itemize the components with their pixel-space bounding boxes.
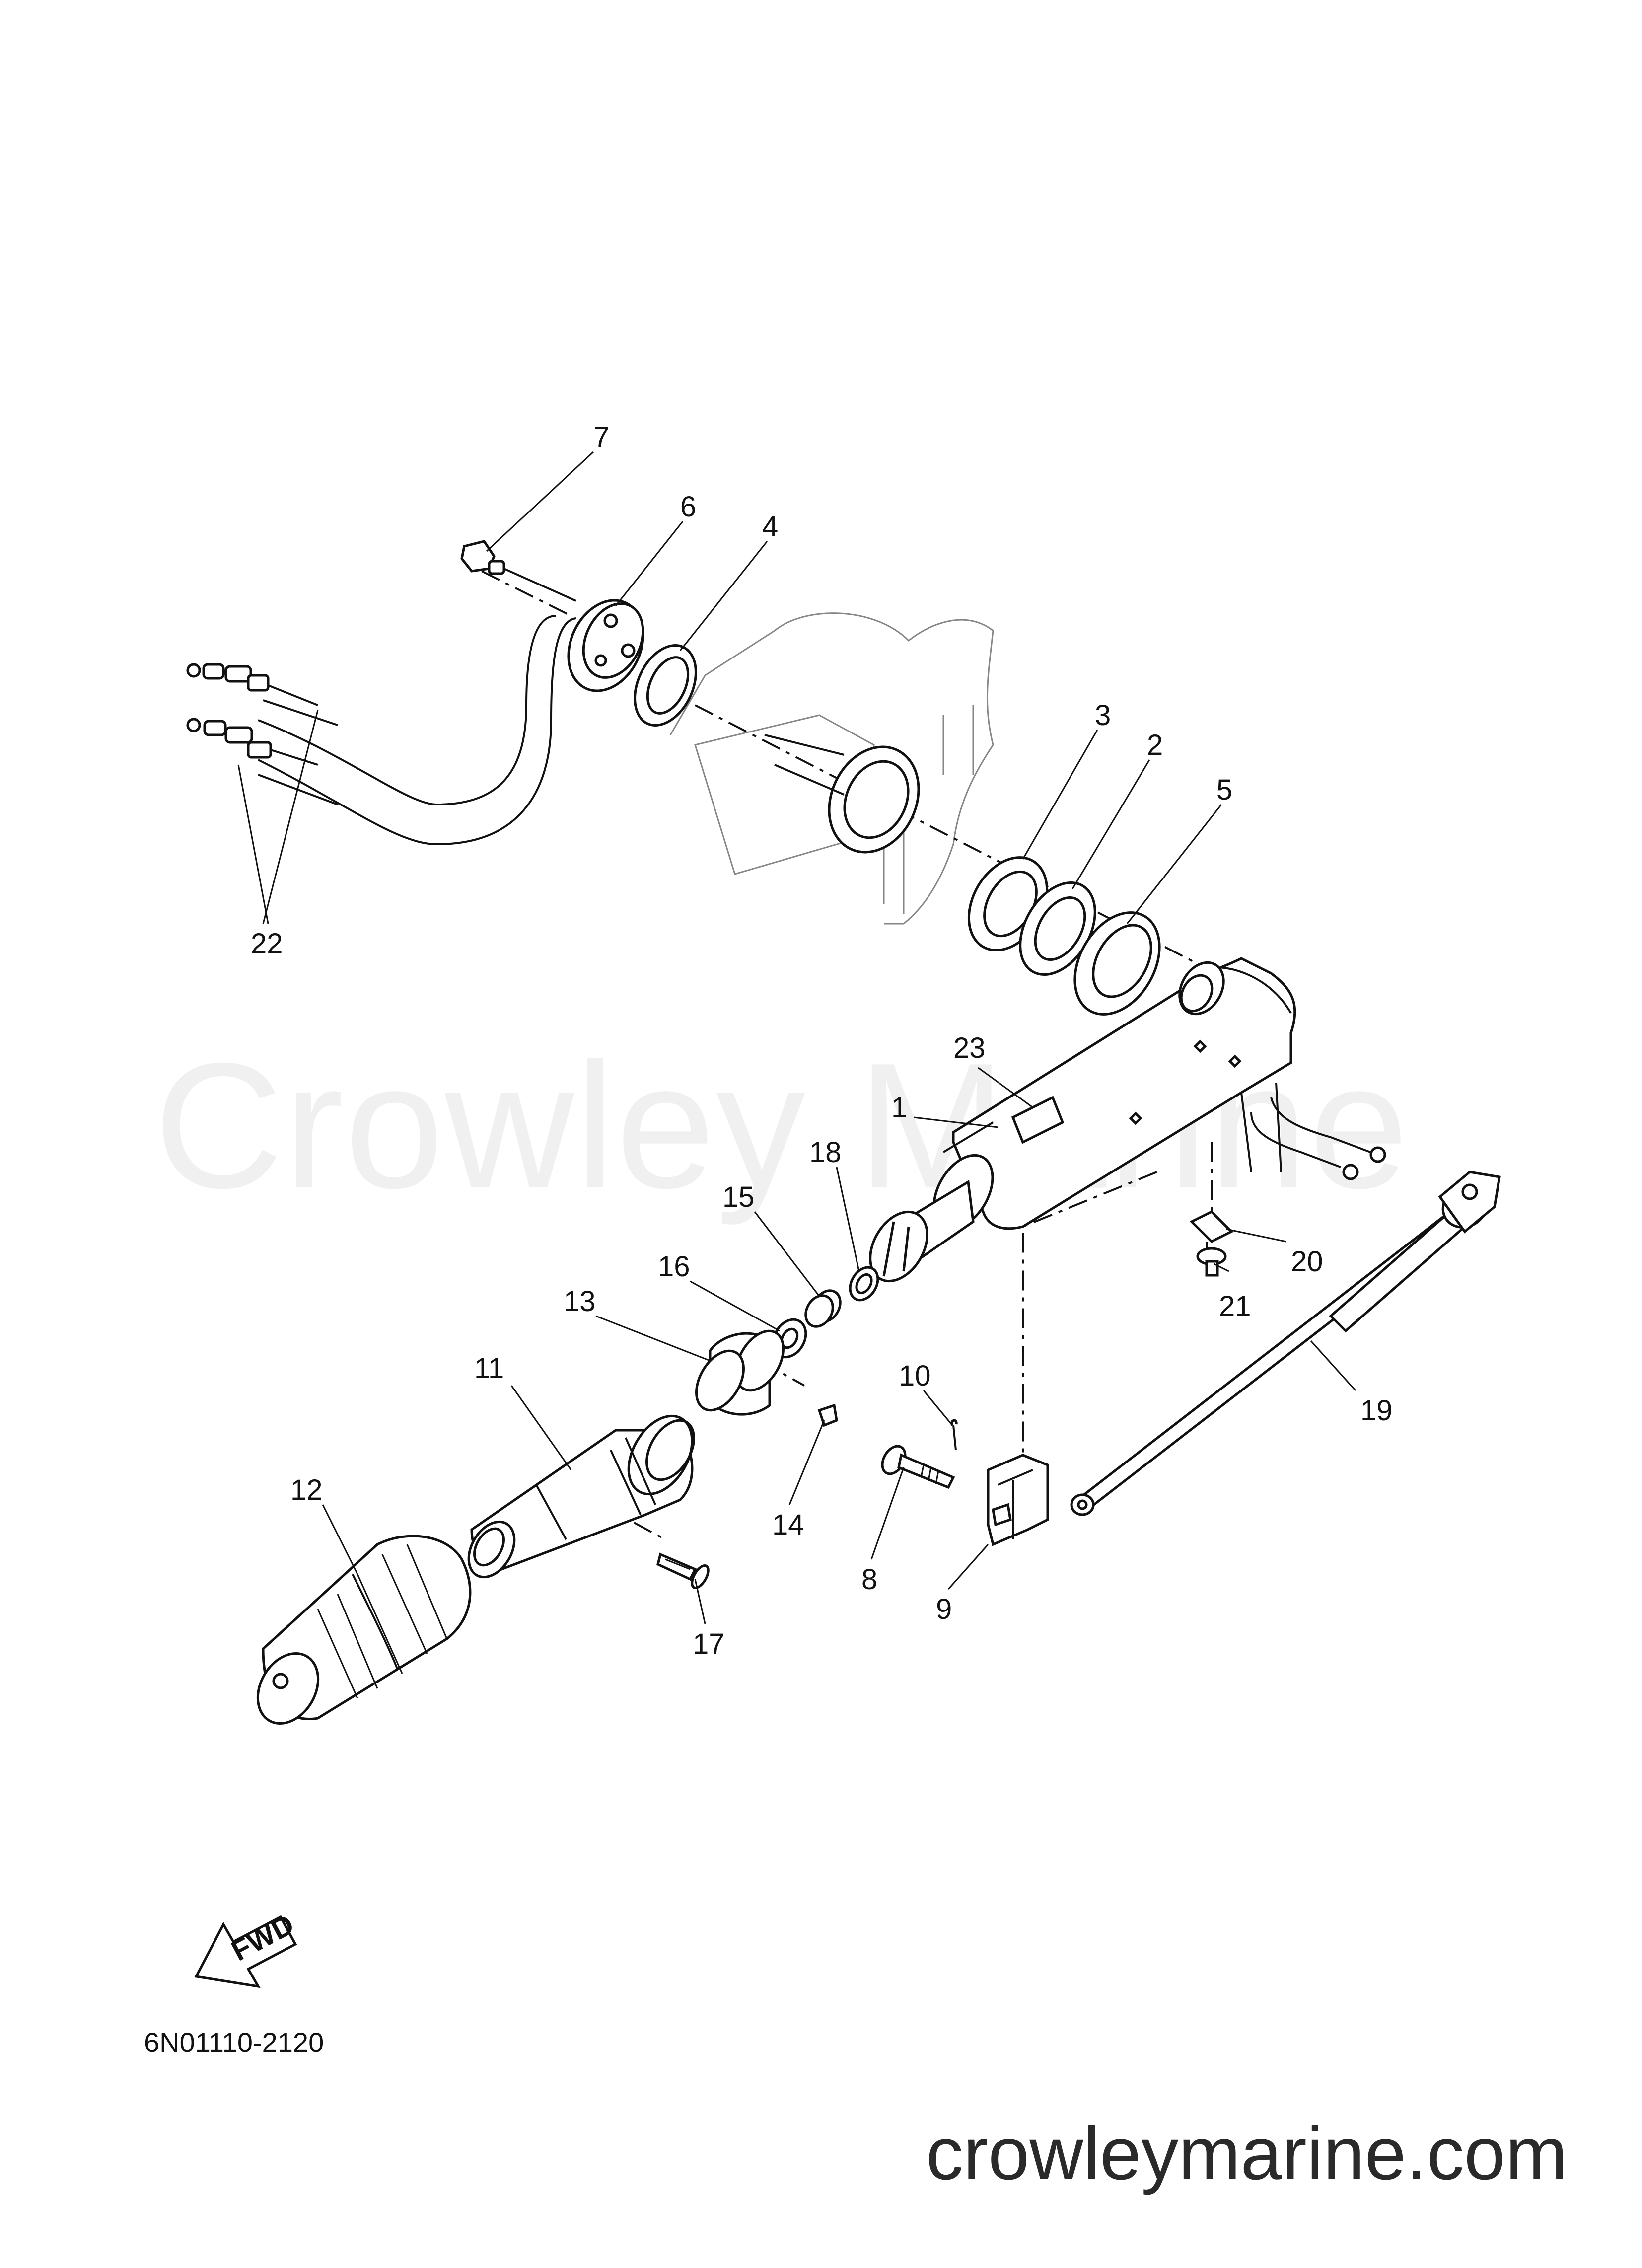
callout-14: 14 (772, 1509, 804, 1541)
part-18-spring (849, 1266, 879, 1302)
swivel-bracket-tube (694, 714, 920, 875)
part-6-plate (567, 599, 644, 692)
callout-10: 10 (899, 1360, 931, 1392)
part-19-rod (1070, 1171, 1501, 1516)
part-15-spring (804, 1289, 842, 1328)
callout-leaders (237, 451, 1356, 1624)
part-2-plate (1019, 881, 1096, 976)
callout-16: 16 (658, 1250, 690, 1283)
part-17-screw (656, 1552, 710, 1589)
site-url: crowleymarine.com (926, 2112, 1568, 2195)
callout-8: 8 (861, 1563, 877, 1596)
part-12-knob (256, 1535, 472, 1725)
callout-22: 22 (251, 928, 283, 960)
part-22-cables (186, 615, 576, 846)
part-14-pin (817, 1403, 838, 1427)
part-1-steering-handle (869, 957, 1386, 1283)
callout-7: 7 (593, 421, 609, 453)
callout-18: 18 (809, 1136, 842, 1169)
callout-2: 2 (1147, 729, 1163, 761)
callout-5: 5 (1216, 774, 1232, 806)
callout-21: 21 (1219, 1290, 1251, 1322)
part-13-sleeve (695, 1329, 785, 1416)
part-20-plate (1189, 1210, 1234, 1244)
part-21-screw (1196, 1247, 1227, 1277)
part-8-bolt (881, 1445, 955, 1489)
part-7-bolt (460, 540, 576, 602)
callout-1: 1 (891, 1092, 907, 1124)
part-9-bracket (987, 1454, 1049, 1546)
callout-4: 4 (762, 511, 778, 543)
callout-13: 13 (564, 1285, 596, 1317)
callout-11: 11 (474, 1352, 504, 1385)
callout-3: 3 (1095, 699, 1111, 732)
part-4-washer (634, 644, 697, 727)
callout-15: 15 (722, 1181, 755, 1213)
part-23-label (1011, 1096, 1065, 1144)
callout-12: 12 (290, 1474, 323, 1506)
fwd-arrow-icon: FWD (194, 1908, 299, 1988)
part-11-grip (467, 1414, 695, 1579)
diagram-code: 6N01110-2120 (144, 2027, 324, 2058)
engine-outline (669, 612, 994, 925)
callout-9: 9 (936, 1593, 952, 1625)
callout-labels: 7 6 4 3 2 5 23 1 18 15 16 13 11 12 14 17… (251, 421, 1393, 1660)
part-5-bushing (1073, 911, 1161, 1016)
callout-17: 17 (693, 1628, 725, 1660)
callout-6: 6 (680, 491, 696, 523)
callout-23: 23 (953, 1032, 986, 1064)
callout-19: 19 (1360, 1394, 1393, 1427)
callout-20: 20 (1291, 1245, 1323, 1278)
